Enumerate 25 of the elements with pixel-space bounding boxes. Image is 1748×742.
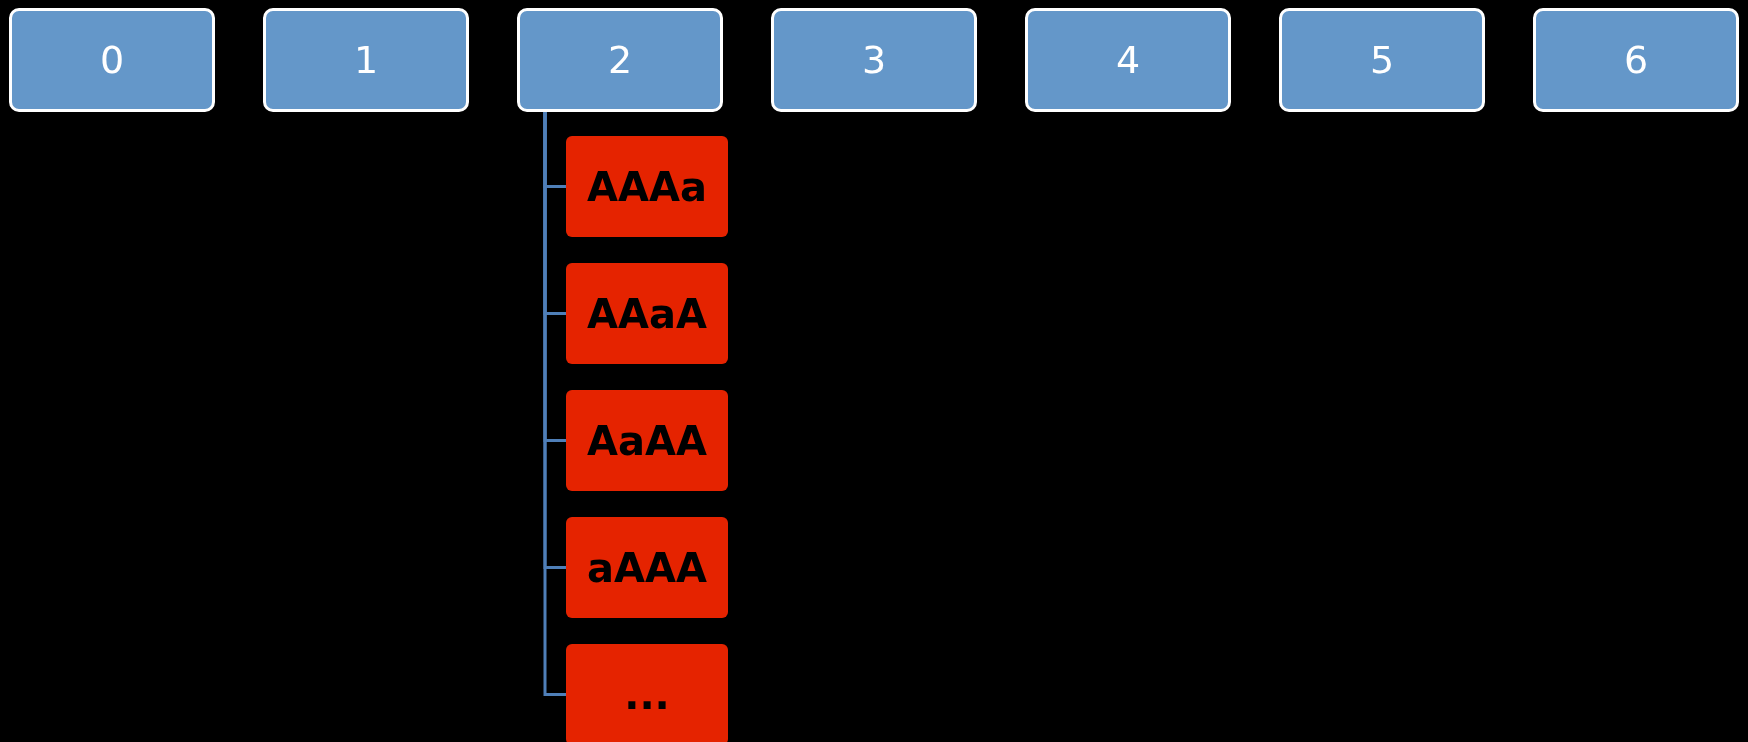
item-label: ...: [624, 671, 670, 718]
header-label: 3: [861, 38, 887, 82]
header-box: [1533, 8, 1739, 112]
header-box: [9, 8, 215, 112]
header-box: [1025, 8, 1231, 112]
header-box: [263, 8, 469, 112]
item-label: aAAA: [587, 544, 707, 591]
header-label: 4: [1115, 38, 1141, 82]
item-label: AaAA: [587, 417, 707, 464]
header-label: 5: [1369, 38, 1395, 82]
connector-line: [543, 112, 566, 696]
header-box: [771, 8, 977, 112]
item-box: [566, 263, 728, 364]
header-label: 6: [1623, 38, 1649, 82]
header-box: [517, 8, 723, 112]
item-box: [566, 644, 728, 742]
item-box: [566, 390, 728, 491]
header-label: 0: [99, 38, 125, 82]
header-box: [1279, 8, 1485, 112]
item-box: [566, 517, 728, 618]
item-label: AAAa: [587, 163, 707, 210]
header-label: 1: [353, 38, 379, 82]
item-box: [566, 136, 728, 237]
item-label: AAaA: [587, 290, 707, 337]
header-label: 2: [607, 38, 633, 82]
